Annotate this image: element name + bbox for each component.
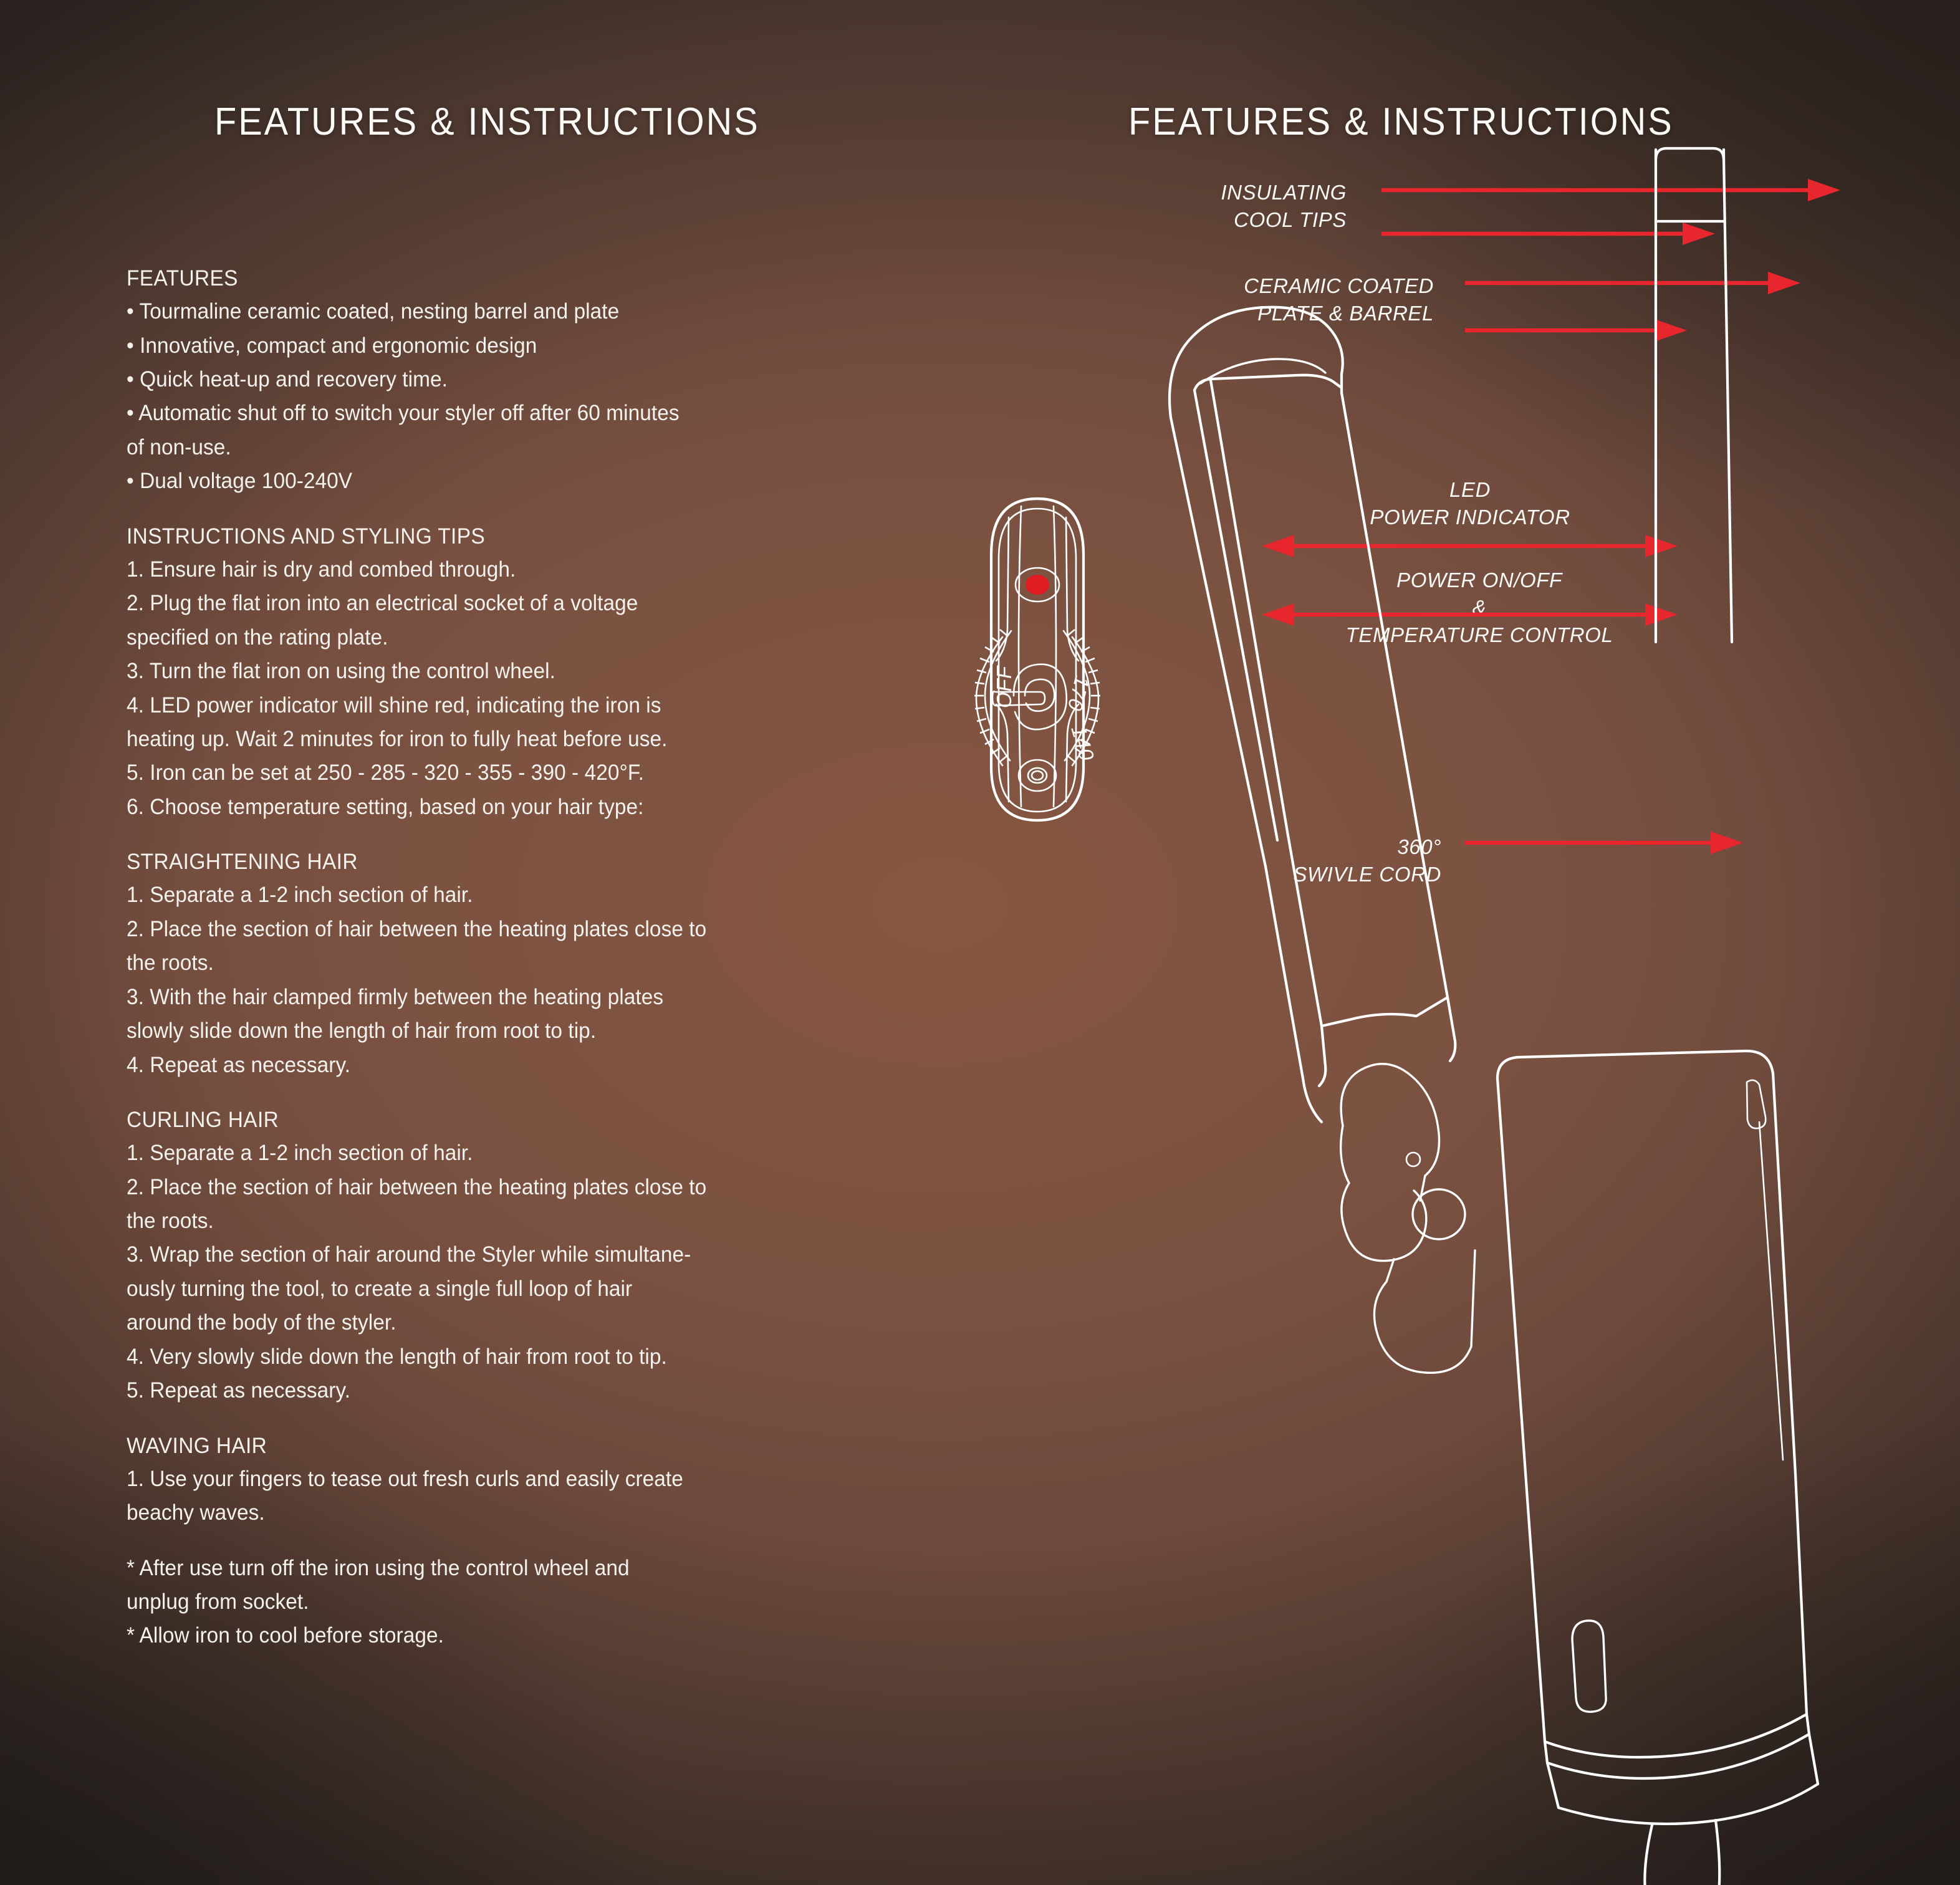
page-title-right: FEATURES & INSTRUCTIONS — [1128, 100, 1674, 143]
callout-ceramic-coated: CERAMIC COATED PLATE & BARREL — [1244, 274, 1434, 325]
arrow-ceramic-bottom — [1465, 319, 1687, 342]
flat-iron-handle — [1496, 1049, 1797, 1501]
callout-cord-line2: SWIVLE CORD — [1293, 863, 1441, 886]
instruction-line: 1. Separate a 1-2 inch section of hair. — [127, 883, 473, 908]
instruction-line: 4. Repeat as necessary. — [127, 1052, 351, 1077]
arrow-insulating-top — [1381, 179, 1840, 201]
instruction-line: • Dual voltage 100-240V — [127, 469, 353, 494]
arrow-ceramic-top — [1465, 272, 1800, 294]
arrow-insulating-bottom — [1381, 223, 1715, 245]
flat-iron-barrel-tip — [1168, 305, 1420, 868]
instruction-line: 5. Repeat as necessary. — [127, 1378, 351, 1403]
callout-led-line2: POWER INDICATOR — [1370, 506, 1570, 529]
led-indicator — [1014, 567, 1060, 603]
flat-iron-body — [1264, 827, 1457, 1124]
instruction-line: * Allow iron to cool before storage. — [127, 1623, 444, 1648]
flat-iron-upper-arm — [1654, 146, 1734, 644]
flat-iron-hinge — [1340, 1063, 1476, 1374]
instruction-line: 3. Turn the flat iron on using the contr… — [127, 659, 555, 684]
callout-insulating-cool-tips: INSULATING COOL TIPS — [1221, 181, 1347, 231]
instruction-line: 1. Use your fingers to tease out fresh c… — [127, 1466, 683, 1491]
arrow-power-double — [1262, 603, 1678, 626]
instruction-line: 3. With the hair clamped firmly between … — [127, 984, 664, 1009]
instruction-line: ously turning the tool, to create a sing… — [127, 1276, 633, 1301]
dial-off-label: OFF — [992, 665, 1016, 708]
flat-iron-illustration — [1168, 146, 1820, 1885]
instruction-block: STRAIGHTENING HAIR 1. Separate a 1-2 inch… — [127, 845, 937, 1082]
instruction-line: 1. Separate a 1-2 inch section of hair. — [127, 1141, 473, 1166]
power-cord — [1643, 1818, 1721, 1885]
instruction-line: 5. Iron can be set at 250 - 285 - 320 - … — [127, 760, 644, 785]
instruction-line: the roots. — [127, 951, 214, 976]
instruction-line: heating up. Wait 2 minutes for iron to f… — [127, 727, 668, 752]
instruction-line: 4. LED power indicator will shine red, i… — [127, 693, 661, 717]
callout-led-line1: LED — [1449, 478, 1491, 501]
callout-power-line3: TEMPERATURE CONTROL — [1346, 623, 1613, 646]
page-title-left: FEATURES & INSTRUCTIONS — [214, 100, 760, 143]
instruction-block: FEATURES • Tourmaline ceramic coated, nes… — [127, 262, 937, 499]
instruction-line: 6. Choose temperature setting, based on … — [127, 794, 644, 819]
instruction-line: slowly slide down the length of hair fro… — [127, 1019, 597, 1043]
control-wheel-hub — [991, 663, 1068, 731]
instruction-line: 1. Ensure hair is dry and combed through… — [127, 557, 516, 582]
section-heading: STRAIGHTENING HAIR — [127, 850, 358, 875]
instruction-line: 2. Place the section of hair between the… — [127, 916, 707, 941]
instruction-line: • Innovative, compact and ergonomic desi… — [127, 333, 537, 358]
instruction-line: 2. Place the section of hair between the… — [127, 1174, 707, 1199]
instruction-block: CURLING HAIR 1. Separate a 1-2 inch secti… — [127, 1103, 937, 1408]
section-heading: FEATURES — [127, 266, 238, 290]
instruction-line: * After use turn off the iron using the … — [127, 1555, 630, 1580]
instruction-line: 4. Very slowly slide down the length of … — [127, 1344, 667, 1369]
callout-insulating-line2: COOL TIPS — [1234, 208, 1347, 231]
instruction-line: the roots. — [127, 1209, 214, 1234]
callout-power-line1: POWER ON/OFF — [1396, 568, 1563, 592]
dial-ticks-left: OFF — [974, 629, 1016, 767]
instruction-line: around the body of the styler. — [127, 1310, 396, 1335]
arrow-swivel-cord — [1465, 832, 1743, 854]
instruction-line: • Tourmaline ceramic coated, nesting bar… — [127, 299, 620, 324]
instruction-line: • Quick heat-up and recovery time. — [127, 367, 448, 392]
callout-insulating-line1: INSULATING — [1221, 181, 1347, 204]
screw-detail — [1017, 759, 1057, 792]
product-diagram: INSULATING COOL TIPS CERAMIC COATED PLAT… — [973, 146, 1945, 1885]
section-heading: INSTRUCTIONS AND STYLING TIPS — [127, 524, 486, 549]
arrow-led-double — [1262, 535, 1678, 557]
callout-led-power-indicator: LED POWER INDICATOR — [1370, 478, 1570, 529]
instruction-block: * After use turn off the iron using the … — [127, 1552, 937, 1653]
instruction-line: • Automatic shut off to switch your styl… — [127, 401, 680, 426]
callout-ceramic-line2: PLATE & BARREL — [1257, 302, 1434, 325]
instruction-block: WAVING HAIR 1. Use your fingers to tease … — [127, 1429, 937, 1530]
flat-iron-handle-base — [1525, 1472, 1820, 1825]
instructions-text-column: FEATURES • Tourmaline ceramic coated, nes… — [127, 262, 937, 1653]
callout-ceramic-line1: CERAMIC COATED — [1244, 274, 1434, 297]
instruction-line: 2. Plug the flat iron into an electrical… — [127, 591, 638, 616]
control-wheel-inset: OFF — [974, 497, 1100, 822]
instruction-line: unplug from socket. — [127, 1590, 309, 1614]
instruction-block: INSTRUCTIONS AND STYLING TIPS 1. Ensure h… — [127, 520, 937, 825]
instruction-line: beachy waves. — [127, 1500, 265, 1525]
callout-power-temperature: POWER ON/OFF & TEMPERATURE CONTROL — [1346, 568, 1613, 646]
instruction-line: specified on the rating plate. — [127, 625, 388, 650]
dial-ticks-right: 170 140 — [1062, 629, 1100, 767]
section-heading: CURLING HAIR — [127, 1108, 279, 1132]
section-heading: WAVING HAIR — [127, 1433, 267, 1458]
instruction-line: of non-use. — [127, 434, 231, 459]
dial-tick-label-140: 140 — [1067, 723, 1098, 764]
instruction-line: 3. Wrap the section of hair around the S… — [127, 1242, 691, 1267]
